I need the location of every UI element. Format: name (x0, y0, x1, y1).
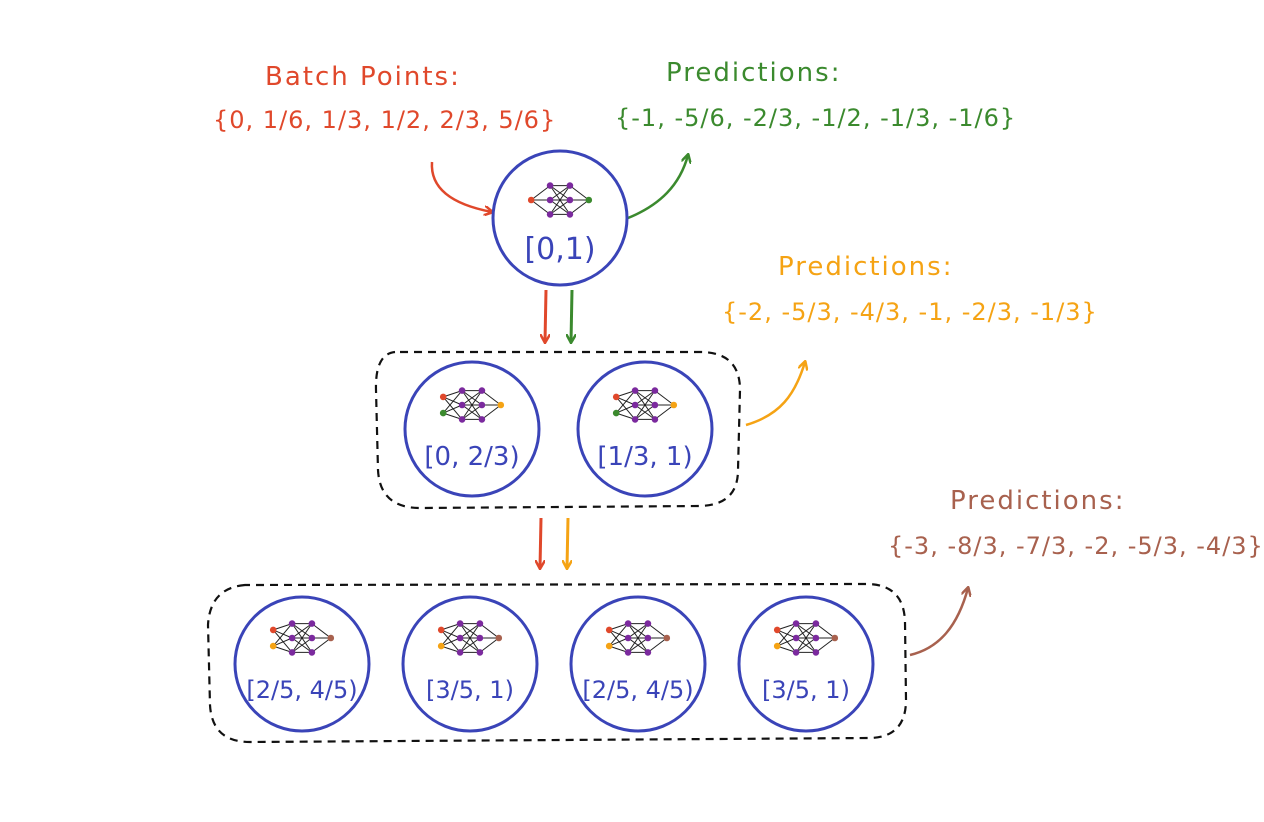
batch-points-set: {0, 1/6, 1/3, 1/2, 2/3, 5/6} (213, 106, 557, 134)
predictions-title-level2: Predictions: (950, 486, 1126, 516)
level2-node-1-label: [2/5, 4/5) (246, 676, 358, 704)
batch-points-title: Batch Points: (265, 62, 461, 92)
neural-network-icon (612, 387, 678, 423)
neural-network-icon (605, 620, 671, 656)
neural-network-icon (437, 620, 503, 656)
predictions-set-level0: {-1, -5/6, -2/3, -1/2, -1/3, -1/6} (615, 104, 1017, 132)
level1-to-level2-pred-arrow (567, 517, 568, 568)
network-icons (269, 182, 839, 656)
root-to-level1-batch-arrow (545, 289, 546, 342)
predictions-set-level1: {-2, -5/3, -4/3, -1, -2/3, -1/3} (722, 298, 1098, 326)
level1-group-box (374, 350, 742, 510)
level1-node-1-label: [0, 2/3) (424, 442, 520, 472)
level2-node-1 (233, 595, 371, 733)
predictions-set-level2: {-3, -8/3, -7/3, -2, -5/3, -4/3} (888, 532, 1264, 560)
level1-node-2-label: [1/3, 1) (597, 442, 693, 472)
level1-to-predictions-arrow (745, 362, 805, 427)
neural-network-icon (773, 620, 839, 656)
root-to-level1-pred-arrow (571, 289, 572, 342)
level1-node-1 (403, 360, 541, 498)
neural-network-icon (269, 620, 335, 656)
predictions-title-level1: Predictions: (778, 252, 954, 282)
level2-node-4-label: [3/5, 1) (762, 676, 850, 704)
level2-group-box (206, 582, 908, 744)
predictions-title-level0: Predictions: (666, 58, 842, 88)
level2-to-predictions-arrow (909, 588, 968, 657)
level2-node-4 (737, 595, 875, 733)
root-node-label: [0,1) (524, 232, 596, 267)
level2-node-2-label: [3/5, 1) (426, 676, 514, 704)
level1-to-level2-batch-arrow (540, 517, 541, 568)
root-node (491, 149, 629, 287)
neural-network-icon (439, 387, 505, 423)
level2-node-3-label: [2/5, 4/5) (582, 676, 694, 704)
root-to-predictions-arrow (627, 155, 688, 220)
level2-node-3 (569, 595, 707, 733)
batch-to-root-arrow (430, 161, 492, 212)
diagram-canvas (206, 149, 1209, 744)
neural-network-icon (527, 182, 593, 218)
level1-node-2 (576, 360, 714, 498)
level2-node-2 (401, 595, 539, 733)
